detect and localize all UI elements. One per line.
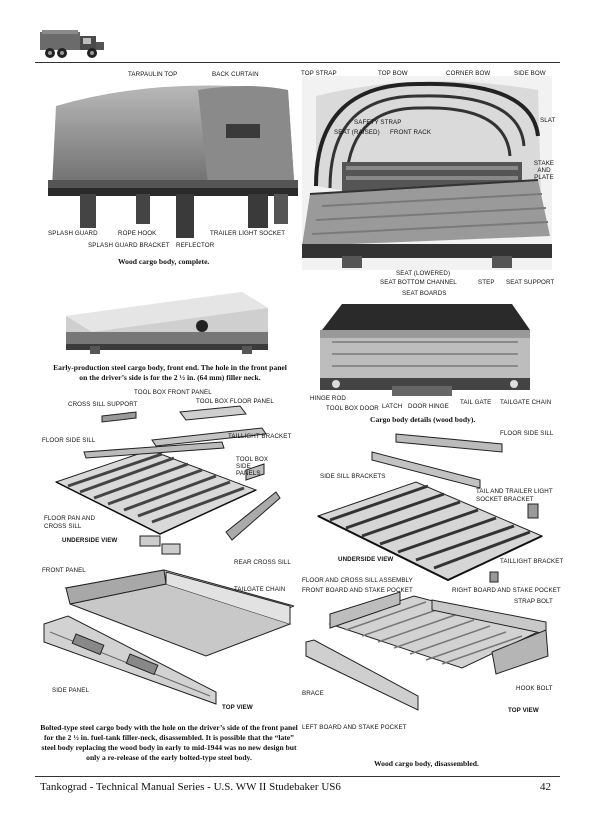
- label-front-rack: FRONT RACK: [390, 129, 432, 136]
- label-floor-side-sill: FLOOR SIDE SILL: [42, 437, 96, 444]
- label-side-panel: SIDE PANEL: [52, 687, 89, 694]
- label-tool-box-floor-panel: TOOL BOX FLOOR PANEL: [196, 398, 274, 405]
- label-front-board-and-stake-pocket: FRONT BOARD AND STAKE POCKET: [302, 587, 413, 594]
- label-cross-sill-support: CROSS SILL SUPPORT: [68, 401, 138, 408]
- label-slat: SLAT: [540, 117, 556, 124]
- label-back-curtain: BACK CURTAIN: [212, 71, 259, 78]
- drawing-wood-body-disassembled: [296, 424, 558, 720]
- label-seat-lowered: SEAT (LOWERED): [396, 270, 451, 277]
- caption-wood-details: Cargo body details (wood body).: [370, 415, 476, 424]
- label-floor-pan-and-cross-sill: FLOOR PAN AND CROSS SILL: [44, 515, 96, 530]
- photo-early-steel-body-front: [62, 288, 272, 356]
- label-taillight-bracket-wood: TAILLIGHT BRACKET: [500, 558, 564, 565]
- label-rope-hook: ROPE HOOK: [118, 230, 157, 237]
- caption-wood-complete: Wood cargo body, complete.: [118, 257, 210, 266]
- label-side-sill-brackets: SIDE SILL BRACKETS: [320, 473, 386, 480]
- label-corner-bow: CORNER BOW: [446, 70, 491, 77]
- label-top-view-steel: TOP VIEW: [222, 704, 253, 711]
- label-brace: BRACE: [302, 690, 324, 697]
- label-tail-gate: TAIL GATE: [460, 399, 492, 406]
- label-top-strap: TOP STRAP: [301, 70, 337, 77]
- label-tarpaulin-top: TARPAULIN TOP: [128, 71, 178, 78]
- drawing-steel-body-disassembled: [40, 392, 294, 720]
- label-front-panel: FRONT PANEL: [42, 567, 86, 574]
- label-tailgate-chain-steel: TAILGATE CHAIN: [234, 586, 286, 593]
- footer-series: Tankograd - Technical Manual Series - U.…: [40, 781, 341, 793]
- label-top-view-wood: TOP VIEW: [508, 707, 539, 714]
- label-rear-cross-sill: REAR CROSS SILL: [234, 559, 291, 566]
- label-step: STEP: [478, 279, 495, 286]
- label-tailgate-chain: TAILGATE CHAIN: [500, 399, 552, 406]
- photo-cargo-body-details: [312, 296, 538, 400]
- label-top-bow: TOP BOW: [378, 70, 408, 77]
- label-side-bow: SIDE BOW: [514, 70, 546, 77]
- page-number: 42: [540, 781, 551, 793]
- label-left-board-and-stake-pocket: LEFT BOARD AND STAKE POCKET: [302, 724, 407, 731]
- caption-wood-disassembled: Wood cargo body, disassembled.: [374, 759, 479, 768]
- photo-cargo-body-bows: [302, 76, 552, 270]
- label-strap-bolt: STRAP BOLT: [514, 598, 553, 605]
- truck-logo-icon: [38, 24, 106, 60]
- label-tail-and-trailer-light-socket-bracket: TAIL AND TRAILER LIGHT SOCKET BRACKET: [476, 488, 553, 503]
- label-splash-guard-bracket: SPLASH GUARD BRACKET: [88, 242, 170, 249]
- label-hook-bolt: HOOK BOLT: [516, 685, 553, 692]
- label-taillight-bracket: TAILLIGHT BRACKET: [228, 433, 292, 440]
- label-seat-bottom-channel: SEAT BOTTOM CHANNEL: [380, 279, 457, 286]
- label-right-board-and-stake-pocket: RIGHT BOARD AND STAKE POCKET: [452, 587, 561, 594]
- header-rule: [35, 62, 560, 63]
- label-latch: LATCH: [382, 403, 403, 410]
- footer-rule: [35, 776, 560, 777]
- label-door-hinge: DOOR HINGE: [408, 403, 449, 410]
- photo-wood-cargo-body-complete: [38, 76, 300, 256]
- label-tool-box-front-panel: TOOL BOX FRONT PANEL: [134, 389, 212, 396]
- label-hinge-rod: HINGE ROD: [310, 395, 346, 402]
- label-seat-boards: SEAT BOARDS: [402, 290, 447, 297]
- label-underside-view-wood: UNDERSIDE VIEW: [338, 556, 394, 563]
- caption-early-steel: Early-production steel cargo body, front…: [53, 363, 287, 382]
- label-seat-raised: SEAT (RAISED): [334, 129, 380, 136]
- label-safety-strap: SAFETY STRAP: [354, 119, 402, 126]
- label-tool-box-side-panels: TOOL BOX SIDE PANELS: [236, 456, 269, 477]
- label-floor-and-cross-sill-assembly: FLOOR AND CROSS SILL ASSEMBLY: [302, 577, 413, 584]
- label-trailer-light-socket: TRAILER LIGHT SOCKET: [210, 230, 286, 237]
- label-floor-side-sill-wood: FLOOR SIDE SILL: [500, 430, 554, 437]
- label-splash-guard: SPLASH GUARD: [48, 230, 98, 237]
- label-tool-box-door: TOOL BOX DOOR: [326, 405, 379, 412]
- label-reflector: REFLECTOR: [176, 242, 215, 249]
- label-stake-and-plate: STAKE AND PLATE: [533, 160, 555, 181]
- label-underside-view-steel: UNDERSIDE VIEW: [62, 537, 118, 544]
- label-seat-support: SEAT SUPPORT: [506, 279, 555, 286]
- caption-bolted-steel: Bolted-type steel cargo body with the ho…: [40, 723, 298, 762]
